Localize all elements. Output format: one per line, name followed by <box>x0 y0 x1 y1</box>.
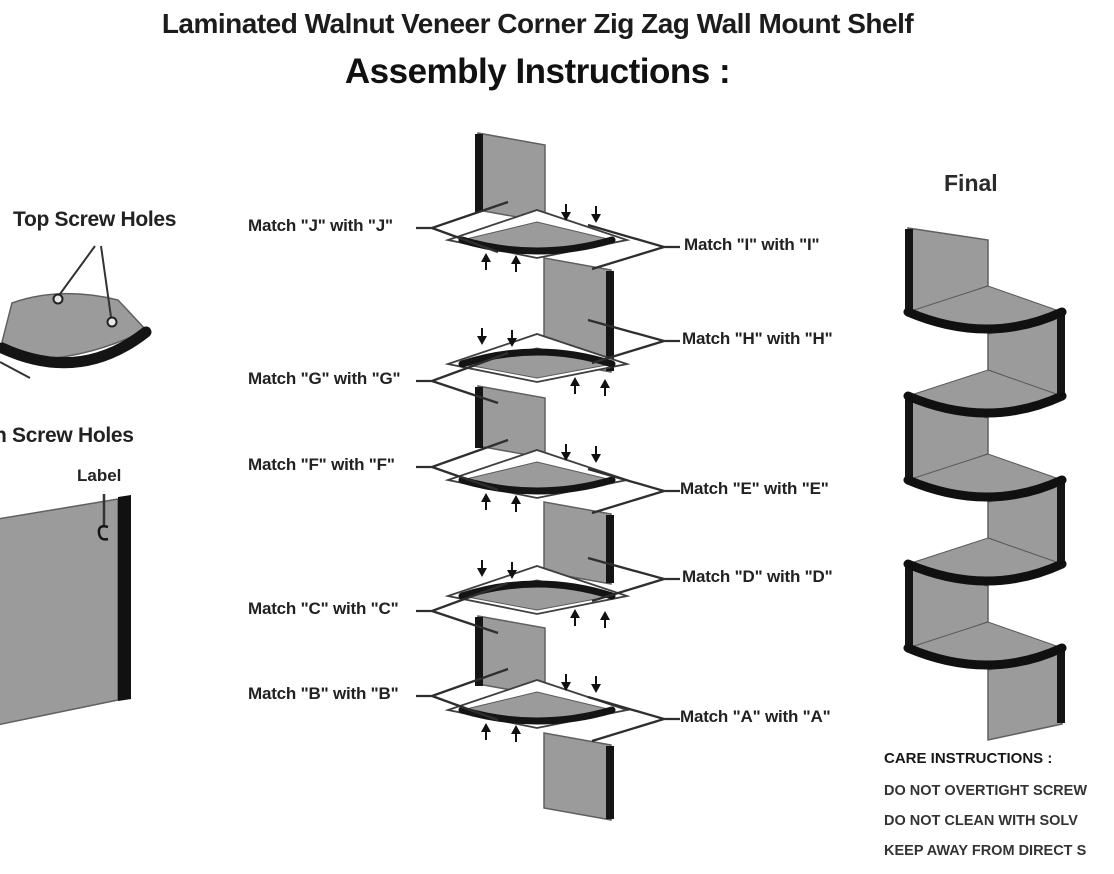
final-shelf <box>903 369 1067 418</box>
attach-arrow-icons <box>477 204 610 742</box>
bottom-screw-pointer-line <box>0 361 31 379</box>
shelf-piece <box>444 449 631 499</box>
final-heading: Final <box>944 170 998 196</box>
match-label-a: Match "A" with "A" <box>680 707 831 726</box>
final-assembly <box>903 227 1067 741</box>
match-label-f: Match "F" with "F" <box>248 455 395 474</box>
match-label-j: Match "J" with "J" <box>248 216 393 235</box>
panel-piece <box>543 501 614 585</box>
final-shelf <box>903 285 1067 334</box>
top-screw-holes-label: Top Screw Holes <box>13 208 177 231</box>
care-instructions: CARE INSTRUCTIONS : DO NOT OVERTIGHT SCR… <box>884 750 1114 866</box>
match-label-e: Match "E" with "E" <box>680 479 829 498</box>
shelf-piece <box>444 565 631 615</box>
match-label-b: Match "B" with "B" <box>248 684 399 703</box>
panel-piece <box>543 732 614 821</box>
final-shelf <box>903 453 1067 502</box>
match-label-g: Match "G" with "G" <box>248 369 401 388</box>
screw-hole <box>52 293 64 305</box>
care-heading: CARE INSTRUCTIONS : <box>884 750 1053 767</box>
assembly-stack <box>416 132 680 821</box>
care-line: DO NOT CLEAN WITH SOLV <box>884 813 1078 829</box>
top-screw-holes-pointer-lines <box>59 245 112 318</box>
care-line: KEEP AWAY FROM DIRECT S <box>884 843 1087 859</box>
match-label-c: Match "C" with "C" <box>248 599 399 618</box>
shelf-piece <box>444 679 631 729</box>
panel-piece <box>475 615 546 697</box>
label-mark <box>97 525 109 541</box>
bottom-screw-holes-label: n Screw Holes <box>0 424 134 447</box>
label-connector-lines <box>416 200 680 743</box>
side-panel-piece <box>0 494 131 726</box>
final-shelf <box>903 621 1067 670</box>
match-label-h: Match "H" with "H" <box>682 329 833 348</box>
final-shelf <box>903 537 1067 586</box>
care-line: DO NOT OVERTIGHT SCREW <box>884 783 1087 799</box>
label-tag: Label <box>77 466 122 485</box>
shelf-piece <box>444 333 631 383</box>
page-title: Laminated Walnut Veneer Corner Zig Zag W… <box>161 8 914 39</box>
match-label-i: Match "I" with "I" <box>684 235 820 254</box>
shelf-piece <box>444 209 631 259</box>
corner-shelf-piece <box>0 245 152 379</box>
page-subtitle: Assembly Instructions : <box>344 52 731 91</box>
match-label-d: Match "D" with "D" <box>682 567 833 586</box>
screw-hole <box>106 316 118 328</box>
